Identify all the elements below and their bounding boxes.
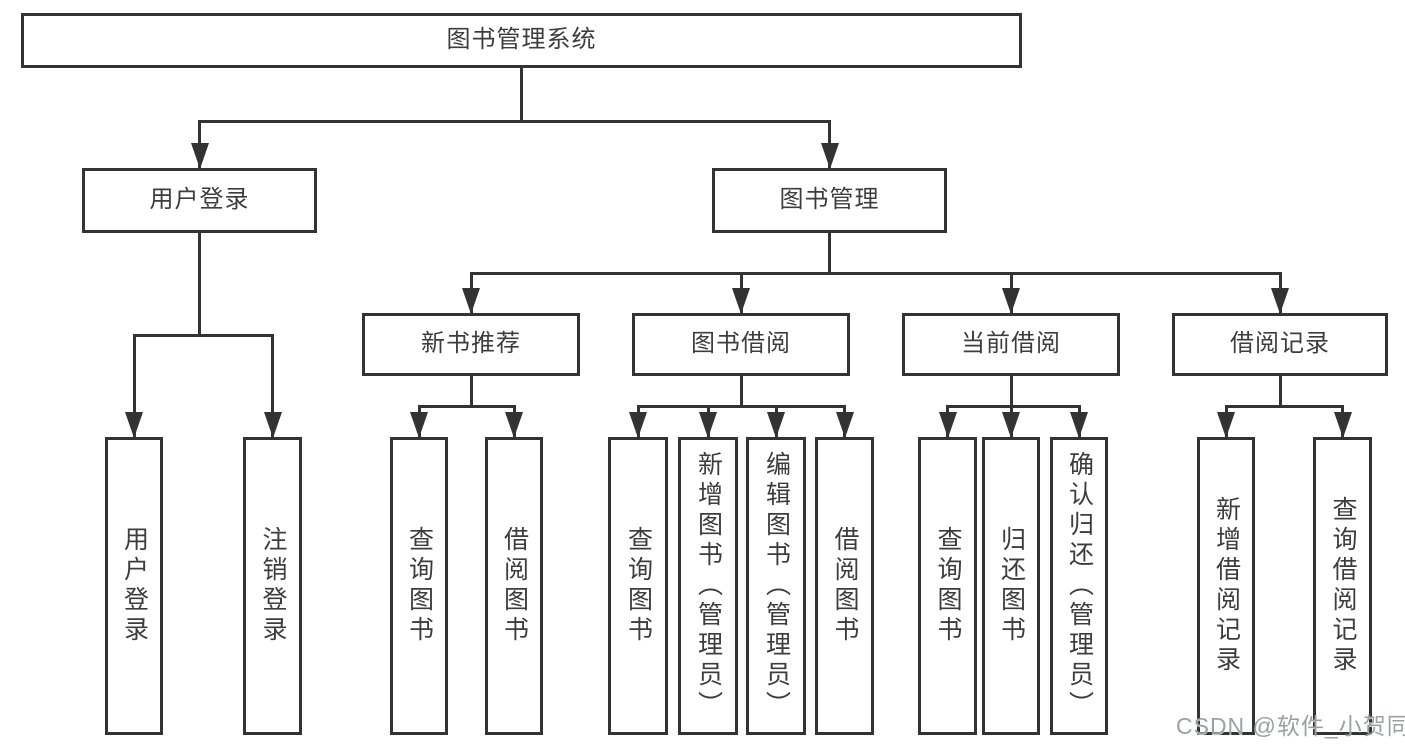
arrow-down-icon	[820, 143, 839, 169]
node-label: 查询图书	[934, 526, 962, 646]
arrow-down-icon	[1002, 288, 1020, 314]
connector-line	[417, 404, 516, 408]
connector-line	[198, 119, 831, 123]
node-label: 用户登录	[149, 186, 250, 214]
node-label: 借阅记录	[1230, 330, 1330, 358]
node-query-borrow-record: 查询借阅记录	[1313, 437, 1372, 735]
arrow-down-icon	[767, 412, 785, 438]
node-label: 查询图书	[405, 526, 434, 646]
arrow-down-icon	[125, 412, 143, 438]
connector-line	[469, 271, 1282, 275]
arrow-down-icon	[1002, 412, 1020, 438]
node-label: 借阅图书	[831, 526, 859, 646]
node-borrowing-records: 借阅记录	[1172, 313, 1388, 376]
connector-line	[1224, 404, 1344, 408]
arrow-down-icon	[190, 143, 209, 169]
node-user-login-module: 用户登录	[82, 168, 317, 233]
arrow-down-icon	[938, 412, 957, 438]
node-label: 用户登录	[120, 526, 149, 646]
node-current-borrowing: 当前借阅	[902, 313, 1120, 376]
connector-line	[828, 233, 831, 275]
node-label: 注销登录	[259, 526, 287, 646]
arrow-down-icon	[462, 288, 480, 314]
arrow-down-icon	[263, 412, 282, 438]
arrow-down-icon	[1271, 288, 1289, 314]
node-label: 查询借阅记录	[1329, 496, 1357, 676]
arrow-down-icon	[1333, 412, 1352, 438]
node-return-books: 归还图书	[982, 437, 1040, 735]
connector-line	[132, 333, 274, 337]
node-label: 当前借阅	[961, 330, 1061, 358]
node-label: 归还图书	[997, 526, 1026, 646]
node-logout: 注销登录	[243, 437, 302, 735]
node-book-borrowing: 图书借阅	[632, 313, 850, 376]
node-query-books-1: 查询图书	[390, 437, 448, 735]
node-label: 图书管理系统	[446, 26, 597, 54]
arrow-down-icon	[505, 412, 523, 438]
node-edit-books-admin: 编辑图书（管理员）	[746, 437, 806, 735]
connector-line	[271, 333, 274, 437]
node-add-borrow-record: 新增借阅记录	[1197, 437, 1255, 735]
arrow-down-icon	[1070, 412, 1088, 438]
node-book-management: 图书管理	[712, 168, 947, 233]
arrow-down-icon	[629, 412, 647, 438]
watermark: CSDN @软件_小贺同学	[1176, 713, 1405, 739]
connector-line	[1009, 376, 1013, 408]
node-system-root: 图书管理系统	[21, 13, 1022, 68]
node-query-books-2: 查询图书	[608, 437, 668, 735]
node-label: 查询图书	[624, 526, 653, 646]
arrow-down-icon	[699, 412, 717, 438]
connector-line	[946, 404, 1081, 408]
node-confirm-return-admin: 确认归还（管理员）	[1050, 437, 1108, 735]
node-label: 新增图书（管理员）	[694, 451, 723, 721]
connector-line	[1278, 376, 1282, 408]
node-label: 图书管理	[779, 186, 880, 214]
connector-line	[469, 376, 473, 408]
arrow-down-icon	[1217, 412, 1235, 438]
node-label: 编辑图书（管理员）	[762, 451, 791, 721]
node-add-books-admin: 新增图书（管理员）	[678, 437, 738, 735]
node-borrow-books-2: 借阅图书	[815, 437, 874, 735]
connector-line	[198, 233, 201, 337]
arrow-down-icon	[835, 412, 854, 438]
connector-line	[636, 404, 846, 408]
node-label: 新增借阅记录	[1212, 496, 1241, 676]
arrow-down-icon	[732, 288, 750, 314]
node-label: 确认归还（管理员）	[1065, 451, 1094, 721]
node-label: 新书推荐	[421, 330, 521, 358]
node-label: 图书借阅	[691, 330, 791, 358]
connector-line	[739, 376, 743, 408]
node-borrow-books-1: 借阅图书	[485, 437, 543, 735]
connector-line	[520, 68, 523, 123]
node-user-login: 用户登录	[105, 437, 163, 735]
arrow-down-icon	[410, 412, 428, 438]
node-query-books-3: 查询图书	[918, 437, 977, 735]
connector-line	[132, 333, 136, 437]
node-label: 借阅图书	[500, 526, 529, 646]
node-new-book-recommend: 新书推荐	[362, 313, 580, 376]
